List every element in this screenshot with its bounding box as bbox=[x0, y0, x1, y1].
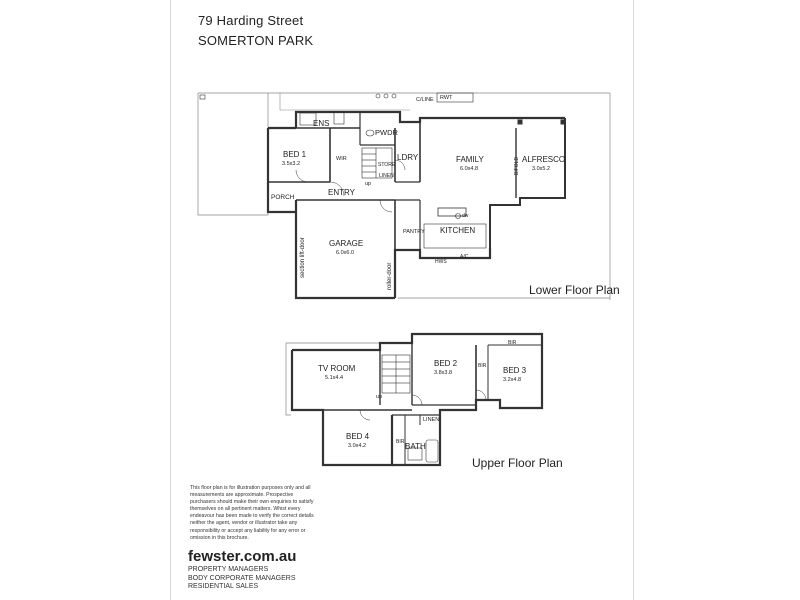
label-tv-room: TV ROOM bbox=[318, 364, 356, 373]
label-bir-bed3: BIR bbox=[508, 340, 517, 346]
label-section-door: section lift-door bbox=[300, 237, 306, 278]
upper-floor-plan-title: Upper Floor Plan bbox=[472, 456, 563, 470]
label-family: FAMILY bbox=[456, 155, 485, 164]
label-pantry: PANTRY bbox=[403, 229, 425, 235]
label-bath: BATH bbox=[405, 442, 426, 451]
services-list: PROPERTY MANAGERS BODY CORPORATE MANAGER… bbox=[188, 566, 295, 592]
label-porch: PORCH bbox=[271, 194, 295, 201]
lower-floor-plan bbox=[197, 92, 611, 300]
label-bed2-size: 3.8x3.8 bbox=[434, 370, 452, 376]
upper-floor-plan bbox=[285, 332, 544, 467]
label-bed4: BED 4 bbox=[346, 432, 370, 441]
label-store: STORE bbox=[378, 162, 396, 168]
service-item: PROPERTY MANAGERS bbox=[188, 566, 269, 573]
label-bifold: BIFOLD bbox=[514, 157, 520, 175]
lower-floor-labels: ENS PWDR C/LINE RWT BED 1 3.5x3.2 WIR ST… bbox=[271, 95, 565, 290]
label-bir-bed2: BIR bbox=[478, 363, 487, 369]
label-ens: ENS bbox=[313, 119, 329, 128]
disclaimer-text: This floor plan is for illustration purp… bbox=[190, 485, 314, 541]
label-garage: GARAGE bbox=[329, 239, 363, 248]
label-ldry: LDRY bbox=[397, 153, 419, 162]
label-alfresco: ALFRESCO bbox=[522, 155, 565, 164]
label-bir-bed4: BIR bbox=[396, 439, 405, 445]
label-rwt: RWT bbox=[440, 95, 453, 101]
service-item: BODY CORPORATE MANAGERS bbox=[188, 574, 296, 582]
label-dw: dw bbox=[462, 213, 469, 219]
label-wir: WIR bbox=[336, 156, 347, 162]
label-bed1: BED 1 bbox=[283, 150, 307, 159]
label-bed1-size: 3.5x3.2 bbox=[282, 161, 300, 167]
label-hws: HWS bbox=[435, 259, 447, 265]
lower-floor-plan-title: Lower Floor Plan bbox=[529, 283, 620, 297]
label-up-lower: up bbox=[365, 181, 371, 187]
label-ac: A/C bbox=[460, 254, 469, 260]
street-address: 79 Harding Street bbox=[198, 13, 304, 28]
suburb-name: SOMERTON PARK bbox=[198, 33, 314, 48]
label-bed4-size: 3.0x4.2 bbox=[348, 443, 366, 449]
label-garage-size: 6.0x6.0 bbox=[336, 250, 354, 256]
brochure-sheet bbox=[170, 0, 634, 600]
label-tv-room-size: 5.1x4.4 bbox=[325, 375, 343, 381]
label-linen: LINEN bbox=[379, 173, 394, 179]
brand-website: fewster.com.au bbox=[188, 548, 297, 565]
label-bed2: BED 2 bbox=[434, 359, 458, 368]
label-alfresco-size: 3.0x5.2 bbox=[532, 166, 550, 172]
upper-floor-labels: TV ROOM 5.1x4.4 BED 2 3.8x3.8 BIR BIR BE… bbox=[318, 340, 527, 451]
label-bed3: BED 3 bbox=[503, 366, 527, 375]
label-bed3-size: 3.2x4.8 bbox=[503, 377, 521, 383]
label-up-upper: up bbox=[376, 394, 382, 400]
label-linen-upper: LINEN bbox=[423, 417, 439, 423]
label-cline: C/LINE bbox=[416, 97, 434, 103]
label-pwdr: PWDR bbox=[375, 128, 398, 137]
label-family-size: 6.0x4.8 bbox=[460, 166, 478, 172]
service-item: RESIDENTIAL SALES bbox=[188, 583, 259, 591]
label-entry: ENTRY bbox=[328, 188, 356, 197]
label-kitchen: KITCHEN bbox=[440, 226, 475, 235]
label-roller-door: roller-door bbox=[387, 263, 393, 290]
